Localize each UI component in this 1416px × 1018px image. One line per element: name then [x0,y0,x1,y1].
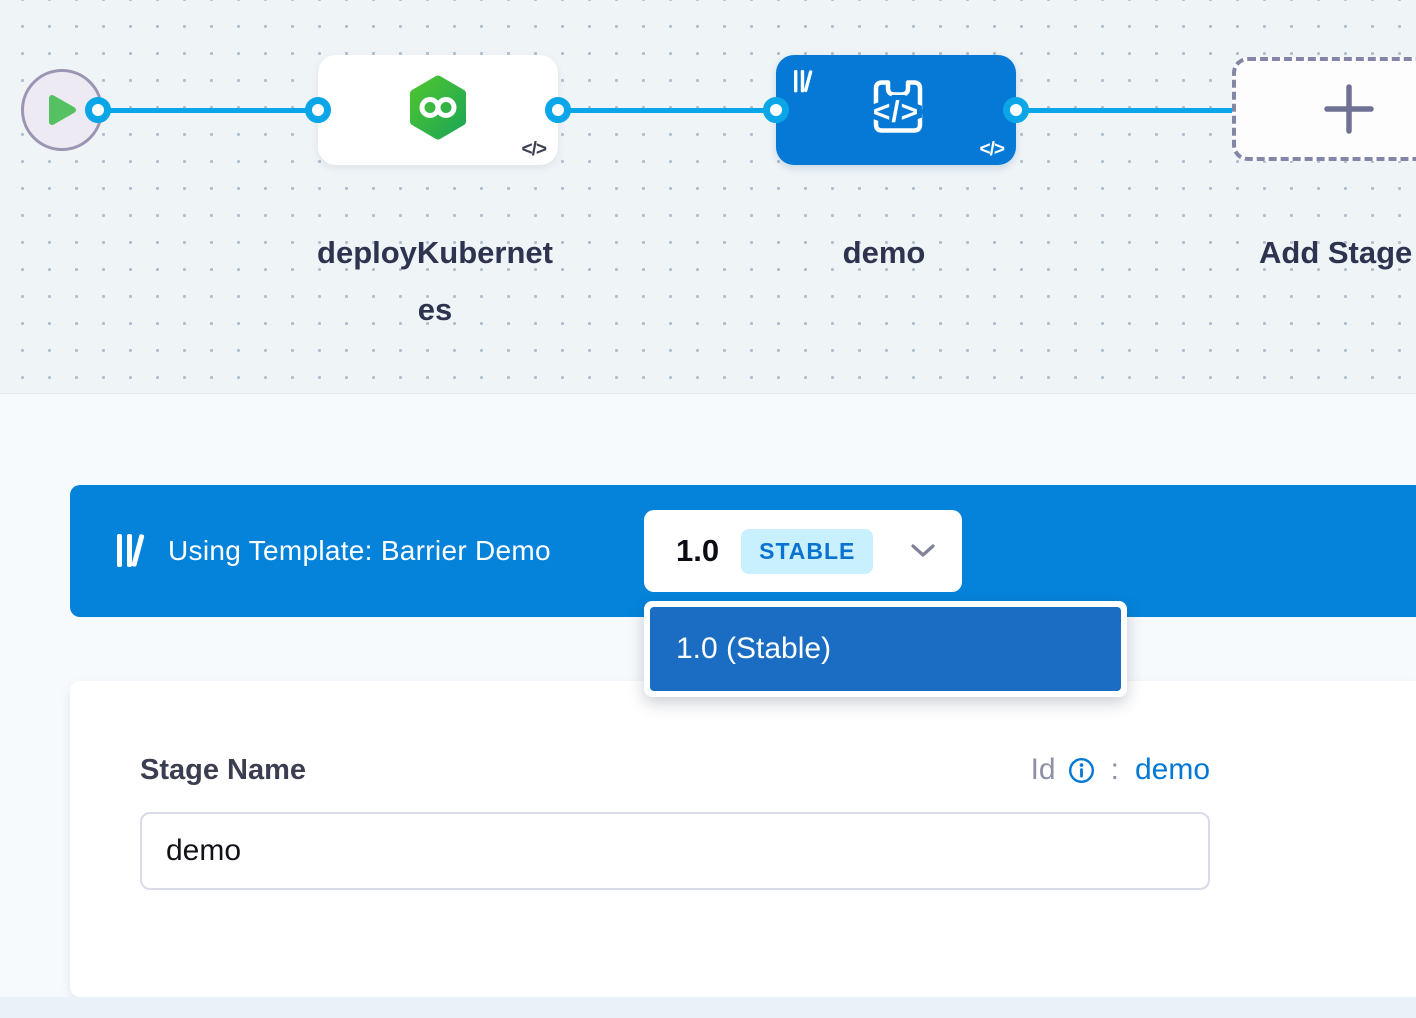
page-background-strip [0,997,1416,1018]
connector-line [558,108,776,113]
connector-port[interactable] [763,97,789,123]
code-view-icon: </> [979,139,1006,160]
template-library-icon [117,534,145,567]
stage-name-label: Stage Name [140,753,307,786]
stage-name-input[interactable] [140,812,1210,890]
version-value: 1.0 [676,533,720,568]
play-icon [49,95,76,125]
plus-icon [1324,84,1374,134]
connector-port[interactable] [1003,97,1029,123]
connector-port[interactable] [85,97,111,123]
template-version-selector[interactable]: 1.0 STABLE [644,510,962,592]
connector-line [98,108,318,113]
pipeline-canvas[interactable]: </> </> </> [0,0,1416,394]
version-dropdown: 1.0 (Stable) [644,601,1127,697]
deploy-stage-infinity-hexagon-icon [410,75,466,140]
connector-line [1016,108,1238,113]
template-banner-label: Using Template: Barrier Demo [168,535,551,566]
stable-badge: STABLE [741,528,874,574]
connector-port[interactable] [305,97,331,123]
template-banner: Using Template: Barrier Demo 1.0 STABLE [70,485,1416,617]
code-view-icon: </> [521,139,548,160]
stage-overview-panel: Stage Name Id : demo [70,681,1416,997]
stage-label-demo: demo [842,235,926,270]
add-stage-node[interactable] [1232,57,1416,161]
svg-text:</>: </> [873,96,919,129]
id-value: demo [1134,753,1210,786]
version-dropdown-item[interactable]: 1.0 (Stable) [650,607,1121,691]
stage-label-deploykubernetes: deployKubernetes [317,235,553,327]
id-separator: : [1110,753,1119,786]
stage-node-demo[interactable]: </> </> [776,55,1016,165]
id-label: Id [1030,753,1056,786]
chevron-down-icon [911,544,935,557]
template-library-icon [794,70,813,93]
stage-node-deploykubernetes[interactable]: </> [318,55,558,165]
custom-stage-code-icon: </> [868,80,923,134]
info-icon[interactable] [1068,757,1095,784]
stage-id-group: Id : demo [1031,753,1210,787]
connector-port[interactable] [545,97,571,123]
add-stage-label: Add Stage [1259,235,1413,270]
